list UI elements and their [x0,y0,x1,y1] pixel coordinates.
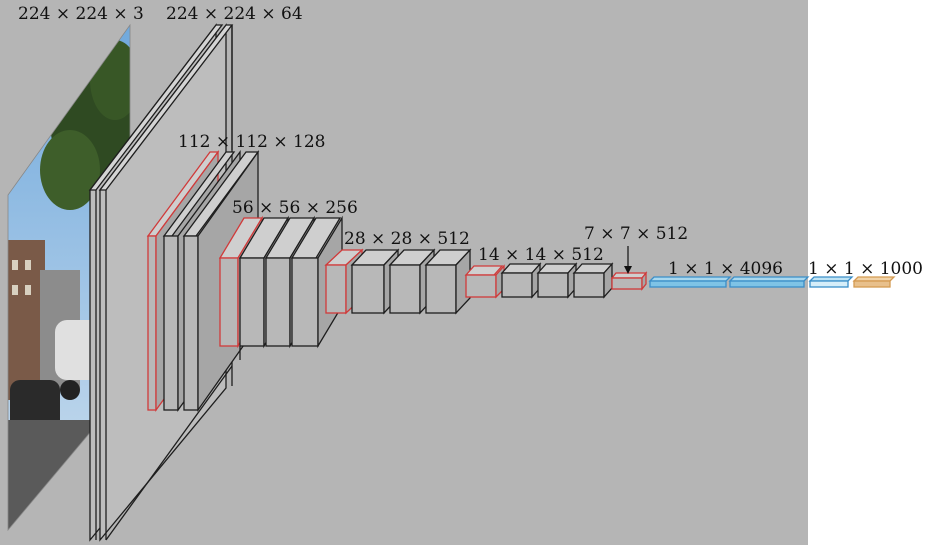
conv4-block [326,250,470,313]
pool5-slab [612,273,646,289]
label-pool5: 7 × 7 × 512 [584,224,688,244]
pool4-slab [466,266,504,297]
label-conv5: 14 × 14 × 512 [478,245,604,265]
label-output: 1 × 1 × 1000 [808,259,923,279]
label-conv2: 112 × 112 × 128 [178,132,325,152]
label-input: 224 × 224 × 3 [18,4,144,24]
label-conv1: 224 × 224 × 64 [166,4,303,24]
label-conv4: 28 × 28 × 512 [344,229,470,249]
label-conv3: 56 × 56 × 256 [232,198,358,218]
label-fc: 1 × 1 × 4096 [668,259,783,279]
conv5-block [466,264,612,297]
